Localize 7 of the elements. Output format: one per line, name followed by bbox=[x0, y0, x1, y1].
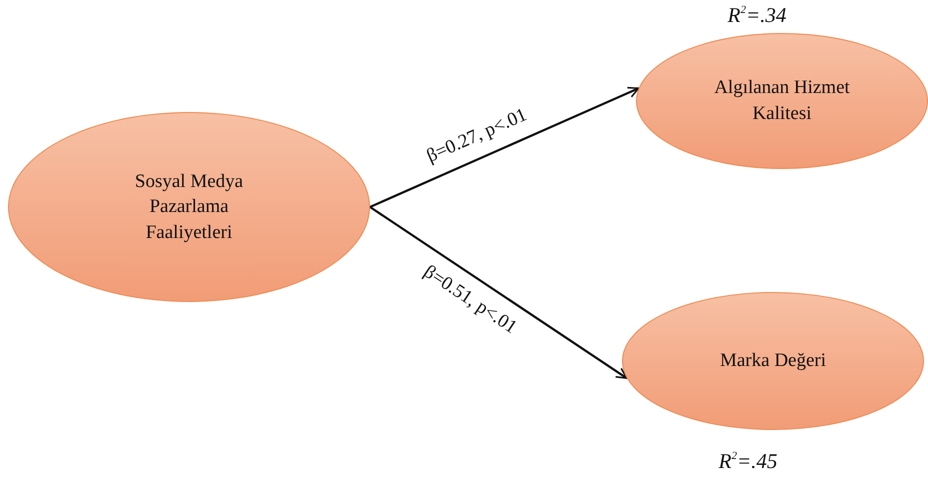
r-squared-label: R$^{2}$=.45 bbox=[718, 449, 778, 474]
node-label: Algılanan Hizmet Kalitesi bbox=[713, 76, 851, 126]
arrow bbox=[370, 86, 640, 208]
node-label: Marka Değeri bbox=[720, 349, 826, 374]
arrow bbox=[369, 206, 628, 380]
r-squared-label: R$^{2}$=.34 bbox=[728, 3, 786, 28]
node-label: Sosyal Medya Pazarlama Faaliyetleri bbox=[134, 170, 244, 245]
